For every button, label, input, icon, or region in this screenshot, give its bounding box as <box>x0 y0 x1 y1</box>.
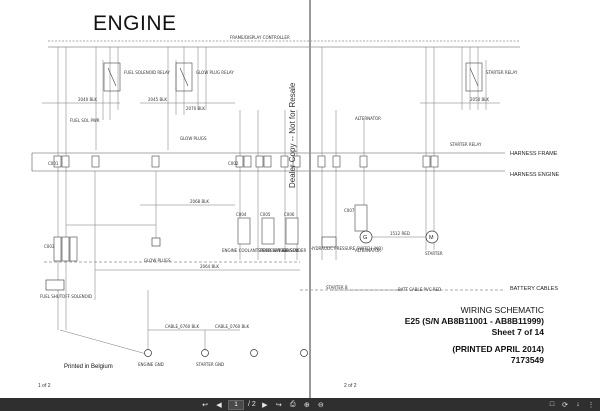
glow-plugs-label: GLOW PLUGS <box>144 258 171 263</box>
starter-gnd-label: STARTER GND <box>196 362 224 367</box>
starter-relay-bottom-label: STARTER RELAY <box>450 142 482 147</box>
fuel-solenoid-relay-label: FUEL SOLENOID RELAY <box>124 70 170 75</box>
batt-cable-label: BATT CABLE PVC RED <box>398 287 441 292</box>
page-title: ENGINE <box>93 12 177 35</box>
back-icon[interactable]: ↩ <box>202 401 208 409</box>
watermark: Dealer Copy -- Not for Resale <box>288 82 297 188</box>
page-number-input[interactable]: 1 <box>228 399 244 410</box>
printed-in-label: Printed in Belgium <box>64 364 113 370</box>
prev-page-icon[interactable]: ◀ <box>216 401 222 409</box>
fuel-sensor-label: SENSOR <box>282 248 299 253</box>
page-navigation: ↩ ◀ 1 / 2 ▶ ↪ ⎙ ⊕ ⊖ <box>200 398 326 411</box>
connector-c007: C007 <box>344 208 355 213</box>
forward-icon[interactable]: ↪ <box>275 401 282 409</box>
page-divider <box>309 0 311 398</box>
wire-label: 2040 BLK <box>78 97 97 102</box>
print-icon[interactable]: ⎙ <box>289 400 296 408</box>
zoom-in-icon[interactable]: ⊕ <box>303 401 310 409</box>
fuel-sol-pwr-label: FUEL SOL PWR <box>70 118 100 123</box>
alternator-label: ALTERNATOR <box>355 248 381 253</box>
document-page: G M FRAME/DISPLAY CONTROLLER FUEL SOLENO… <box>31 0 560 398</box>
connector-c006: C006 <box>284 212 295 217</box>
connector-c005: C005 <box>260 212 271 217</box>
connector-c001: C001 <box>48 161 59 166</box>
svg-text:M: M <box>429 235 434 241</box>
connector-c002: C002 <box>228 161 239 166</box>
info-line-1: WIRING SCHEMATIC <box>460 305 544 315</box>
info-line-2: E25 (S/N AB8B11001 - AB8B11999) <box>404 316 544 326</box>
connector-c004: C004 <box>236 212 247 217</box>
battery-cables-label: BATTERY CABLES <box>510 286 558 292</box>
svg-text:G: G <box>363 235 367 241</box>
top-bus-label: FRAME/DISPLAY CONTROLLER <box>230 35 290 40</box>
starter-label: STARTER <box>425 251 443 256</box>
page-total: / 2 <box>248 401 256 408</box>
wiring-schematic: G M FRAME/DISPLAY CONTROLLER FUEL SOLENO… <box>31 35 560 367</box>
document-number: 7173549 <box>510 355 544 365</box>
title-block: WIRING SCHEMATIC E25 (S/N AB8B11001 - AB… <box>405 305 544 366</box>
wire-label: 1512 RED <box>390 231 410 236</box>
printed-date: (PRINTED APRIL 2014) <box>452 344 544 354</box>
wire-label: 2050 BLK <box>470 97 489 102</box>
left-page-number: 1 of 2 <box>38 383 51 389</box>
harness-frame-label: HARNESS FRAME <box>510 151 558 157</box>
viewer-toolbar: ↩ ◀ 1 / 2 ▶ ↪ ⎙ ⊕ ⊖ □ ⟳ ↓ ⋮ <box>0 398 600 411</box>
next-page-icon[interactable]: ▶ <box>262 401 268 409</box>
speed-sensor-label: SPEED SENSOR <box>258 248 289 253</box>
starter-b-label: STARTER B <box>326 285 348 290</box>
wire-label: 2064 BLK <box>200 264 219 269</box>
menu-icon[interactable]: ⋮ <box>587 401 595 409</box>
wire-label: 2070 BLK <box>186 106 205 111</box>
engine-gnd-label: ENGINE GND <box>138 362 164 367</box>
info-line-3: Sheet 7 of 14 <box>491 327 544 337</box>
alternator-top-label: ALTERNATOR <box>355 116 381 121</box>
fuel-shutoff-label: FUEL SHUTOFF SOLENOID <box>40 294 92 299</box>
right-page-number: 2 of 2 <box>344 383 357 389</box>
wire-label: CABLE_0760 BLK <box>215 324 249 329</box>
toolbar-right: □ ⟳ ↓ ⋮ <box>547 398 596 411</box>
fit-icon[interactable]: □ <box>549 401 555 408</box>
wire-label: 2068 BLK <box>190 199 209 204</box>
glow-plugs-top-label: GLOW PLUGS <box>180 136 207 141</box>
glow-plug-relay-label: GLOW PLUG RELAY <box>196 70 234 75</box>
harness-engine-label: HARNESS ENGINE <box>510 172 560 178</box>
zoom-out-icon[interactable]: ⊖ <box>317 401 324 409</box>
coolant-sender-label: ENGINE COOLANT TEMPERATURE SENDER <box>222 248 306 253</box>
wire-label: 2045 BLK <box>148 97 167 102</box>
hydraulic-switch-label: HYDRAULIC PRESSURE SWITCH (NO) <box>310 246 383 251</box>
starter-relay-label: STARTER RELAY <box>486 70 518 75</box>
download-icon[interactable]: ↓ <box>576 401 580 408</box>
wire-label: CABLE_0760 BLK <box>165 324 199 329</box>
connector-c003: C003 <box>44 244 55 249</box>
rotate-icon[interactable]: ⟳ <box>562 401 568 409</box>
